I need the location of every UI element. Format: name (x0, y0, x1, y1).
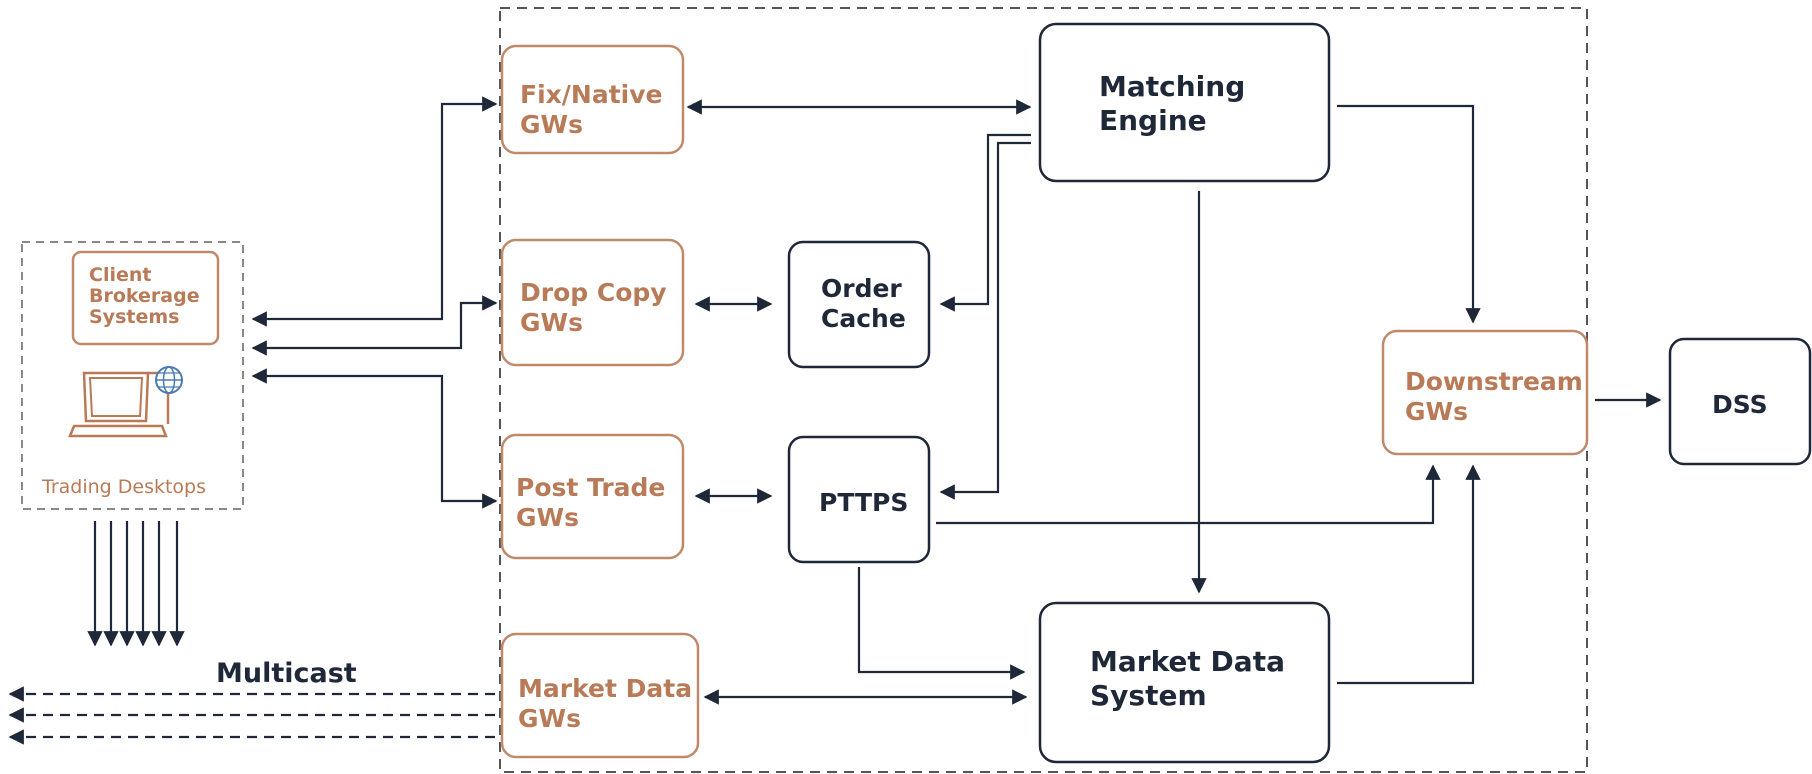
pttps-label: PTTPS (819, 488, 908, 517)
client-brokerage-label: Client Brokerage Systems (89, 264, 206, 328)
client-to-posttrade-connector (251, 368, 498, 509)
dss-label: DSS (1712, 390, 1768, 419)
pttps-to-mds-connector (857, 567, 1026, 680)
multicast-arrows (8, 686, 495, 745)
client-brokerage-box (71, 250, 220, 346)
market-data-gws-label: Market Data GWs (518, 674, 701, 733)
market-data-gws-box (500, 632, 700, 759)
matching-engine-box (1038, 22, 1331, 183)
multicast-label: Multicast (216, 658, 357, 689)
matching-to-pttps-connector (939, 141, 1031, 500)
pttps-to-downstream-connector (936, 464, 1441, 525)
downstream-gws-box (1381, 329, 1589, 456)
post-trade-gws-label: Post Trade GWs (516, 473, 674, 532)
order-cache-box (787, 240, 931, 369)
drop-copy-gws-label: Drop Copy GWs (520, 278, 675, 337)
client-downward-arrows (87, 521, 185, 647)
fix-native-gws-label: Fix/Native GWs (520, 80, 671, 139)
client-to-fix-connector (251, 96, 498, 327)
order-cache-label: Order Cache (821, 274, 910, 333)
downstream-gws-label: Downstream GWs (1405, 367, 1592, 426)
post-trade-gws-box (500, 433, 685, 560)
trading-desktops-label: Trading Desktops (41, 476, 206, 498)
matching-engine-label: Matching Engine (1099, 70, 1255, 137)
globe-icon (155, 366, 183, 394)
dss-box (1668, 337, 1812, 466)
pttps-box (787, 435, 931, 564)
drop-copy-gws-box (500, 238, 685, 367)
laptop-icon (68, 371, 170, 438)
client-to-dropcopy-connector (251, 295, 498, 356)
mds-to-downstream-connector (1337, 464, 1481, 685)
matching-to-downstream-connector (1337, 104, 1481, 324)
fix-native-gws-box (500, 44, 685, 155)
client-group-frame (21, 241, 244, 510)
market-data-system-label: Market Data System (1090, 645, 1295, 712)
matching-to-ordercache-connector (939, 133, 1031, 312)
market-data-system-box (1038, 601, 1331, 764)
